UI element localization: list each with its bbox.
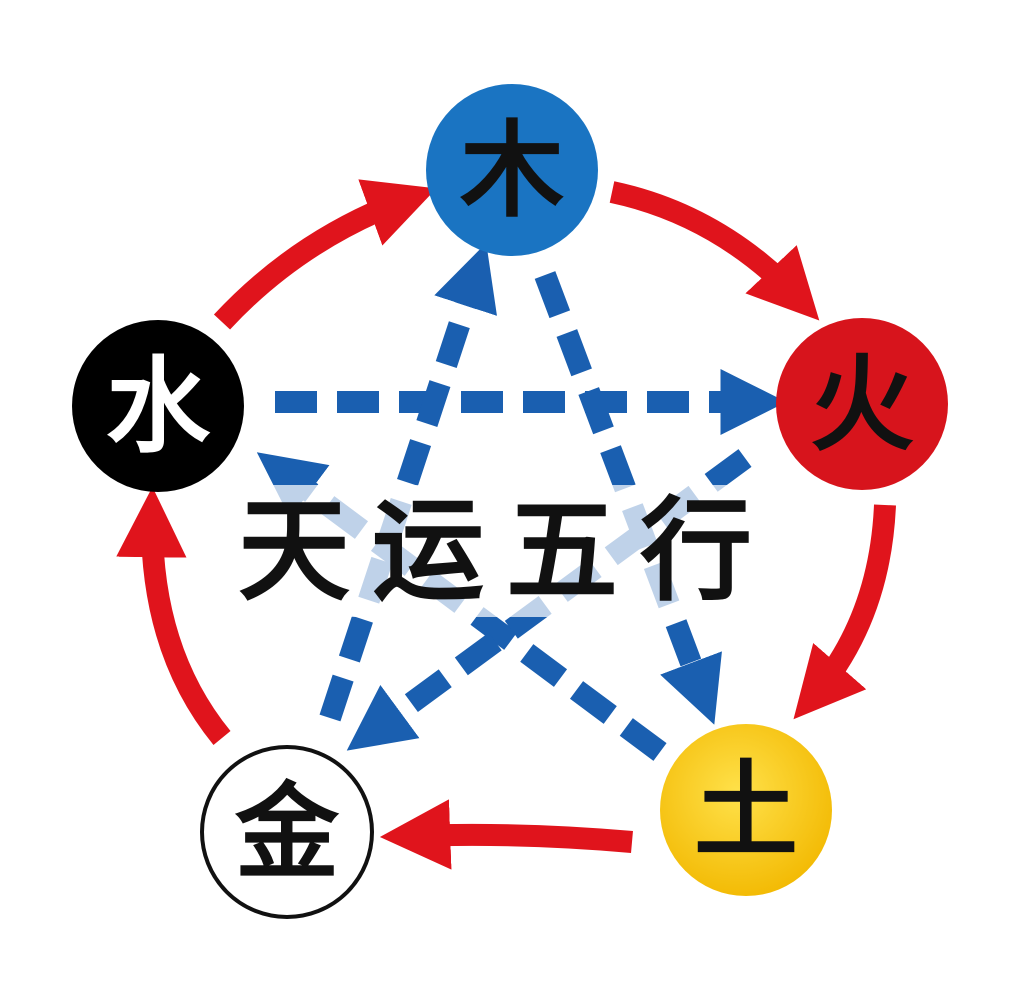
node-wood-circle — [426, 84, 598, 256]
node-metal-circle — [200, 745, 374, 919]
node-metal: 金 — [200, 745, 374, 919]
node-earth-label: 土 — [694, 749, 798, 872]
arrow-fire-to-earth — [793, 504, 896, 720]
node-fire: 火 — [776, 318, 948, 490]
arrow-metal-to-water — [116, 486, 231, 745]
title-backdrop — [192, 485, 820, 617]
node-earth-circle — [660, 724, 832, 896]
node-earth: 土 — [660, 724, 832, 896]
arrow-metal-to-wood — [319, 242, 497, 722]
node-fire-circle — [776, 318, 948, 490]
node-water-circle — [72, 320, 244, 492]
arrow-wood-to-fire — [609, 181, 820, 321]
arrow-earth-to-metal — [379, 799, 633, 870]
generating-cycle — [116, 179, 896, 870]
node-wood-label: 木 — [460, 109, 564, 232]
node-water: 水 — [72, 320, 244, 492]
node-fire-label: 火 — [810, 343, 914, 466]
node-wood: 木 — [426, 84, 598, 256]
arrow-water-to-wood — [213, 179, 437, 330]
diagram-title: 天运五行 — [238, 486, 774, 617]
node-water-label: 水 — [106, 345, 211, 468]
node-metal-label: 金 — [234, 771, 340, 894]
